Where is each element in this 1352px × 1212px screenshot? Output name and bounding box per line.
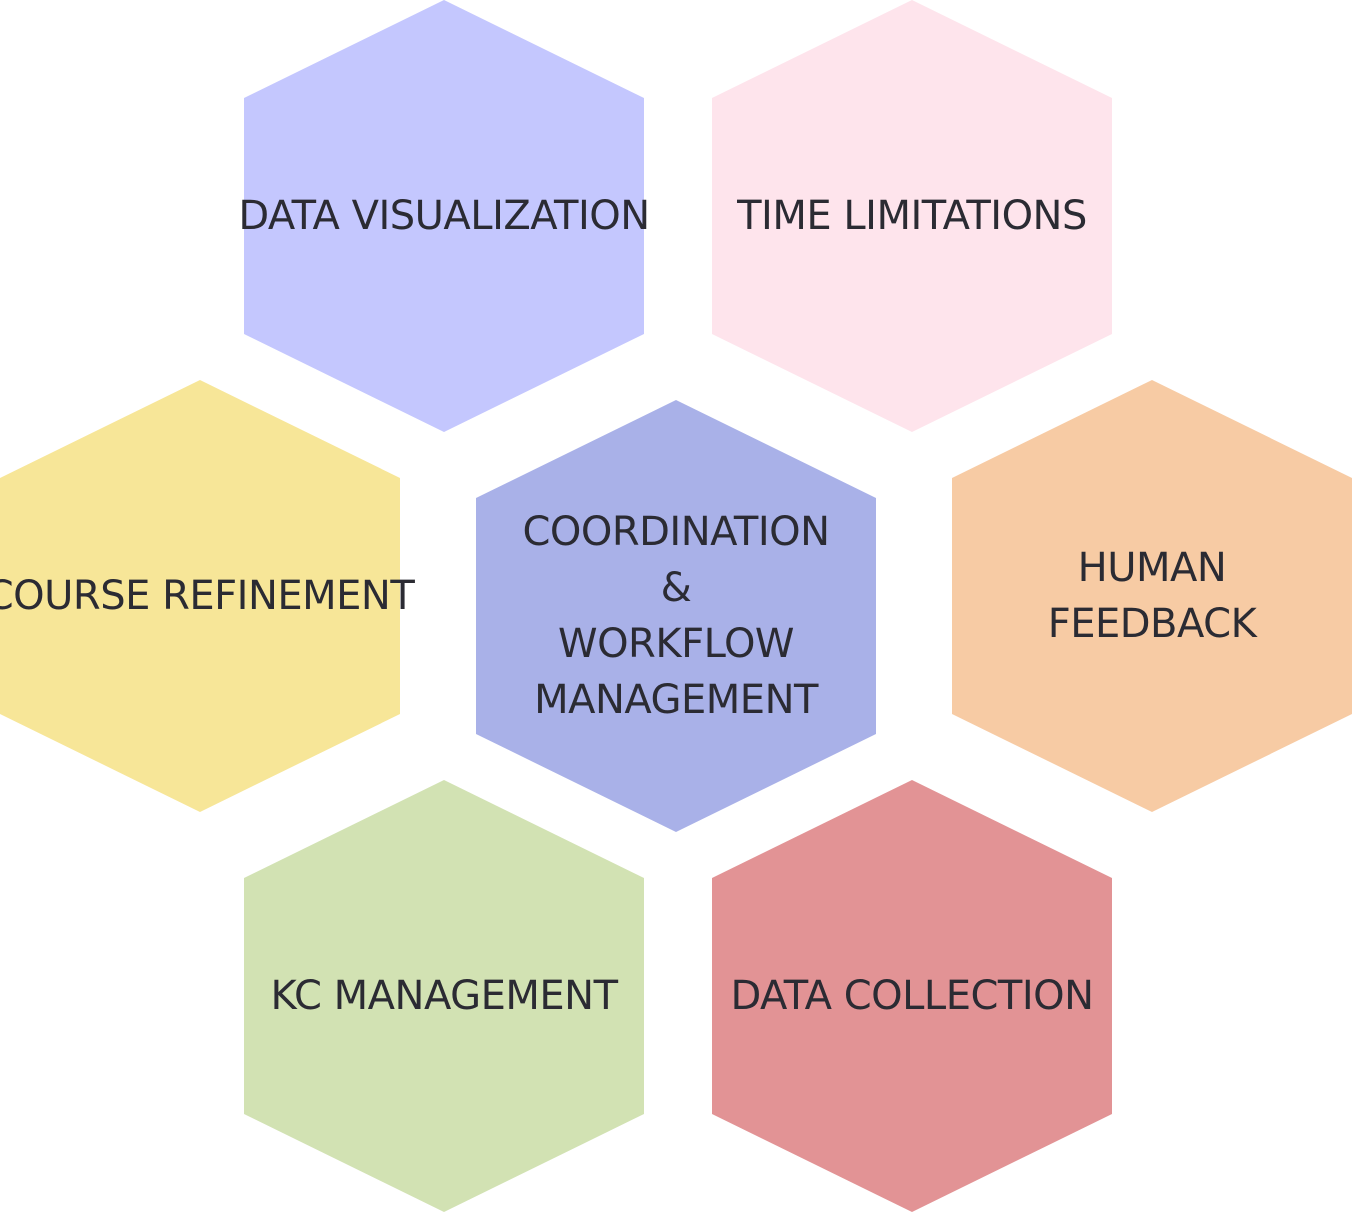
hexagon-shape-data-collection (712, 780, 1112, 1212)
hexagon-label-kc-management: KC MANAGEMENT (270, 973, 618, 1019)
hexagon-shape-human-feedback (952, 380, 1352, 812)
hexagon-label-data-visualization: DATA VISUALIZATION (238, 193, 649, 239)
hexagon-label-coordination-workflow-line-4: MANAGEMENT (534, 677, 819, 723)
hexagon-kc-management: KC MANAGEMENT (244, 780, 644, 1212)
hexagon-data-visualization: DATA VISUALIZATION (238, 0, 650, 432)
hexagon-label-time-limitations: TIME LIMITATIONS (736, 193, 1087, 239)
hexagon-shape-kc-management (244, 780, 644, 1212)
hexagon-human-feedback: HUMAN FEEDBACK (952, 380, 1352, 812)
hexagon-label-coordination-workflow-line-1: COORDINATION (522, 509, 829, 555)
hexagon-label-human-feedback-line-1: HUMAN (1078, 545, 1227, 591)
hexagon-course-refinement: COURSE REFINEMENT (0, 380, 416, 812)
hexagon-label-human-feedback-line-2: FEEDBACK (1048, 601, 1259, 647)
hexagon-coordination-workflow: COORDINATION & WORKFLOW MANAGEMENT (476, 400, 876, 832)
hexagon-shape-time-limitations (712, 0, 1112, 432)
hexagon-label-course-refinement: COURSE REFINEMENT (0, 573, 415, 619)
hexagon-shape-data-visualization (244, 0, 644, 432)
hexagon-data-collection: DATA COLLECTION (712, 780, 1112, 1212)
hexagon-shape-coordination-workflow (476, 400, 876, 832)
hexagon-label-data-collection: DATA COLLECTION (730, 973, 1093, 1019)
hexagon-label-coordination-workflow-line-3: WORKFLOW (558, 621, 794, 667)
hexagon-shape-course-refinement (0, 380, 400, 812)
hexagon-time-limitations: TIME LIMITATIONS (712, 0, 1112, 432)
hexagon-label-coordination-workflow-line-2: & (661, 565, 692, 611)
